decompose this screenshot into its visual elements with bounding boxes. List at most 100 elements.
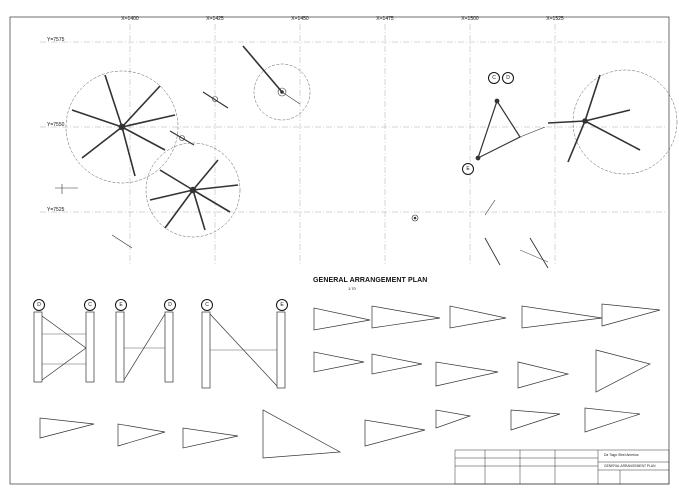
- tower-1-plan-line-3: [104, 74, 123, 128]
- elevation-frames-rect-2: [85, 311, 95, 383]
- tower-2-plan-line-9: [149, 189, 194, 201]
- title-block-drawing-title: GENERAL ARRANGEMENT PLAN: [604, 464, 656, 468]
- hinge-symbols-circle-1: [212, 96, 218, 102]
- bracket-details-polygon-15: [262, 409, 342, 459]
- bracket-details-polygon-12: [435, 409, 472, 429]
- tower-1-plan-line-9: [121, 126, 166, 151]
- elevation-frames-line-3: [41, 315, 87, 349]
- tower-4-plan-line-5: [584, 120, 641, 151]
- lower-plan-details-line-1: [484, 237, 501, 266]
- elevation-frames-line-9: [123, 313, 166, 381]
- grid-x-label-5: X=1500: [461, 16, 479, 22]
- elevation-frames-rect-11: [201, 311, 211, 389]
- bracket-details-polygon-7: [371, 353, 423, 375]
- bracket-details-polygon-4: [521, 305, 603, 329]
- grid-y-label-1: Y=7575: [47, 37, 65, 43]
- tower-4-plan: [547, 69, 678, 175]
- grid-x-label-6: X=1525: [546, 16, 564, 22]
- hinge-symbols: [169, 91, 419, 222]
- tower-2-plan-line-4: [192, 159, 219, 191]
- plan-bubble-c: C: [488, 72, 500, 84]
- bracket-details-polygon-2: [371, 305, 441, 329]
- lower-plan-details: [55, 184, 549, 269]
- tower-1-plan: [65, 70, 179, 184]
- tower-4-plan-line-4: [584, 109, 631, 122]
- elevation-bubble-1: D: [33, 299, 45, 311]
- lower-plan-details-line-5: [111, 234, 133, 249]
- bracket-details-polygon-1: [313, 307, 371, 331]
- elevation-bubble-5: C: [201, 299, 213, 311]
- elevation-bubble-4: D: [164, 299, 176, 311]
- plan-bubble-d: D: [502, 72, 514, 84]
- tower-2-plan-circle-1: [145, 142, 241, 238]
- bracket-details-polygon-11: [364, 419, 426, 447]
- elevation-frames-rect-1: [33, 311, 43, 383]
- title-block-lines: [454, 449, 670, 485]
- tower-4-plan-line-3: [584, 74, 601, 122]
- tower-1-plan-line-7: [81, 126, 123, 159]
- bracket-details-polygon-14: [584, 407, 641, 433]
- tower-3-plan-line-5: [281, 91, 301, 105]
- tower-1-plan-line-4: [121, 85, 161, 128]
- tower-3-plan-line-4: [242, 45, 283, 93]
- triangle-frame-plan-polygon-1: [476, 99, 521, 160]
- elevation-frames: [33, 311, 286, 389]
- grid-x-label-2: X=1425: [206, 16, 224, 22]
- tower-2-plan-line-8: [164, 189, 194, 229]
- hinge-symbols-line-4: [169, 130, 195, 146]
- elevation-bubble-3: E: [115, 299, 127, 311]
- bracket-details-polygon-9: [517, 361, 570, 389]
- grid-x-label-1: X=1400: [121, 16, 139, 22]
- elevation-bubble-6: E: [276, 299, 288, 311]
- elevation-bubble-2: C: [84, 299, 96, 311]
- bracket-details-polygon-18: [182, 427, 239, 449]
- bracket-details-polygon-8: [435, 361, 499, 387]
- bracket-details-polygon-13: [510, 409, 561, 431]
- tower-2-plan-line-5: [192, 184, 239, 191]
- grid-x-label-4: X=1475: [376, 16, 394, 22]
- title-block-company: Da Tiago Steel America: [604, 453, 639, 457]
- drawing-title: GENERAL ARRANGEMENT PLAN: [313, 277, 428, 284]
- tower-3-plan: [242, 45, 311, 121]
- tower-1-plan-line-8: [121, 126, 136, 177]
- hinge-symbols-circle-3: [179, 135, 185, 141]
- elevation-frames-rect-7: [115, 311, 125, 383]
- tower-1-plan-circle-1: [65, 70, 179, 184]
- sheet-border: [9, 16, 670, 485]
- tower-2-plan-line-3: [159, 169, 194, 191]
- elevation-frames-rect-12: [276, 311, 286, 389]
- bracket-details: [39, 303, 661, 459]
- bracket-details-polygon-16: [39, 417, 95, 439]
- triangle-frame-plan: [475, 98, 546, 161]
- bracket-details-polygon-10: [595, 349, 651, 393]
- tower-3-plan-circle-2: [277, 87, 287, 97]
- hinge-symbols-circle-6: [413, 216, 417, 220]
- title-block-lines-rect-1: [454, 449, 670, 485]
- tower-1-plan-line-6: [71, 109, 123, 128]
- lower-plan-details-line-3: [519, 249, 549, 263]
- tower-2-plan: [145, 142, 241, 238]
- tower-2-plan-line-6: [192, 189, 231, 213]
- tower-4-plan-line-6: [567, 120, 586, 163]
- tower-1-plan-line-5: [121, 114, 176, 128]
- grid-lines: [40, 24, 665, 265]
- drawing-scale: 1:70: [348, 286, 356, 291]
- lower-plan-details-line-4: [484, 199, 496, 216]
- hinge-symbols-circle-5: [411, 214, 419, 222]
- elevation-frames-rect-8: [164, 311, 174, 383]
- hinge-symbols-line-2: [202, 91, 229, 109]
- grid-y-label-3: Y=7525: [47, 207, 65, 213]
- tower-2-plan-line-7: [192, 189, 206, 231]
- grid-x-label-3: X=1450: [291, 16, 309, 22]
- lower-plan-details-line-2: [529, 237, 549, 269]
- plan-bubble-e: E: [462, 163, 474, 175]
- bracket-details-polygon-6: [313, 351, 365, 373]
- bracket-details-polygon-3: [449, 305, 507, 329]
- triangle-frame-plan-circle-2: [494, 98, 500, 104]
- tower-4-plan-line-7: [547, 120, 586, 124]
- bracket-details-polygon-17: [117, 423, 166, 447]
- grid-y-label-2: Y=7550: [47, 122, 65, 128]
- bracket-details-polygon-5: [601, 303, 661, 327]
